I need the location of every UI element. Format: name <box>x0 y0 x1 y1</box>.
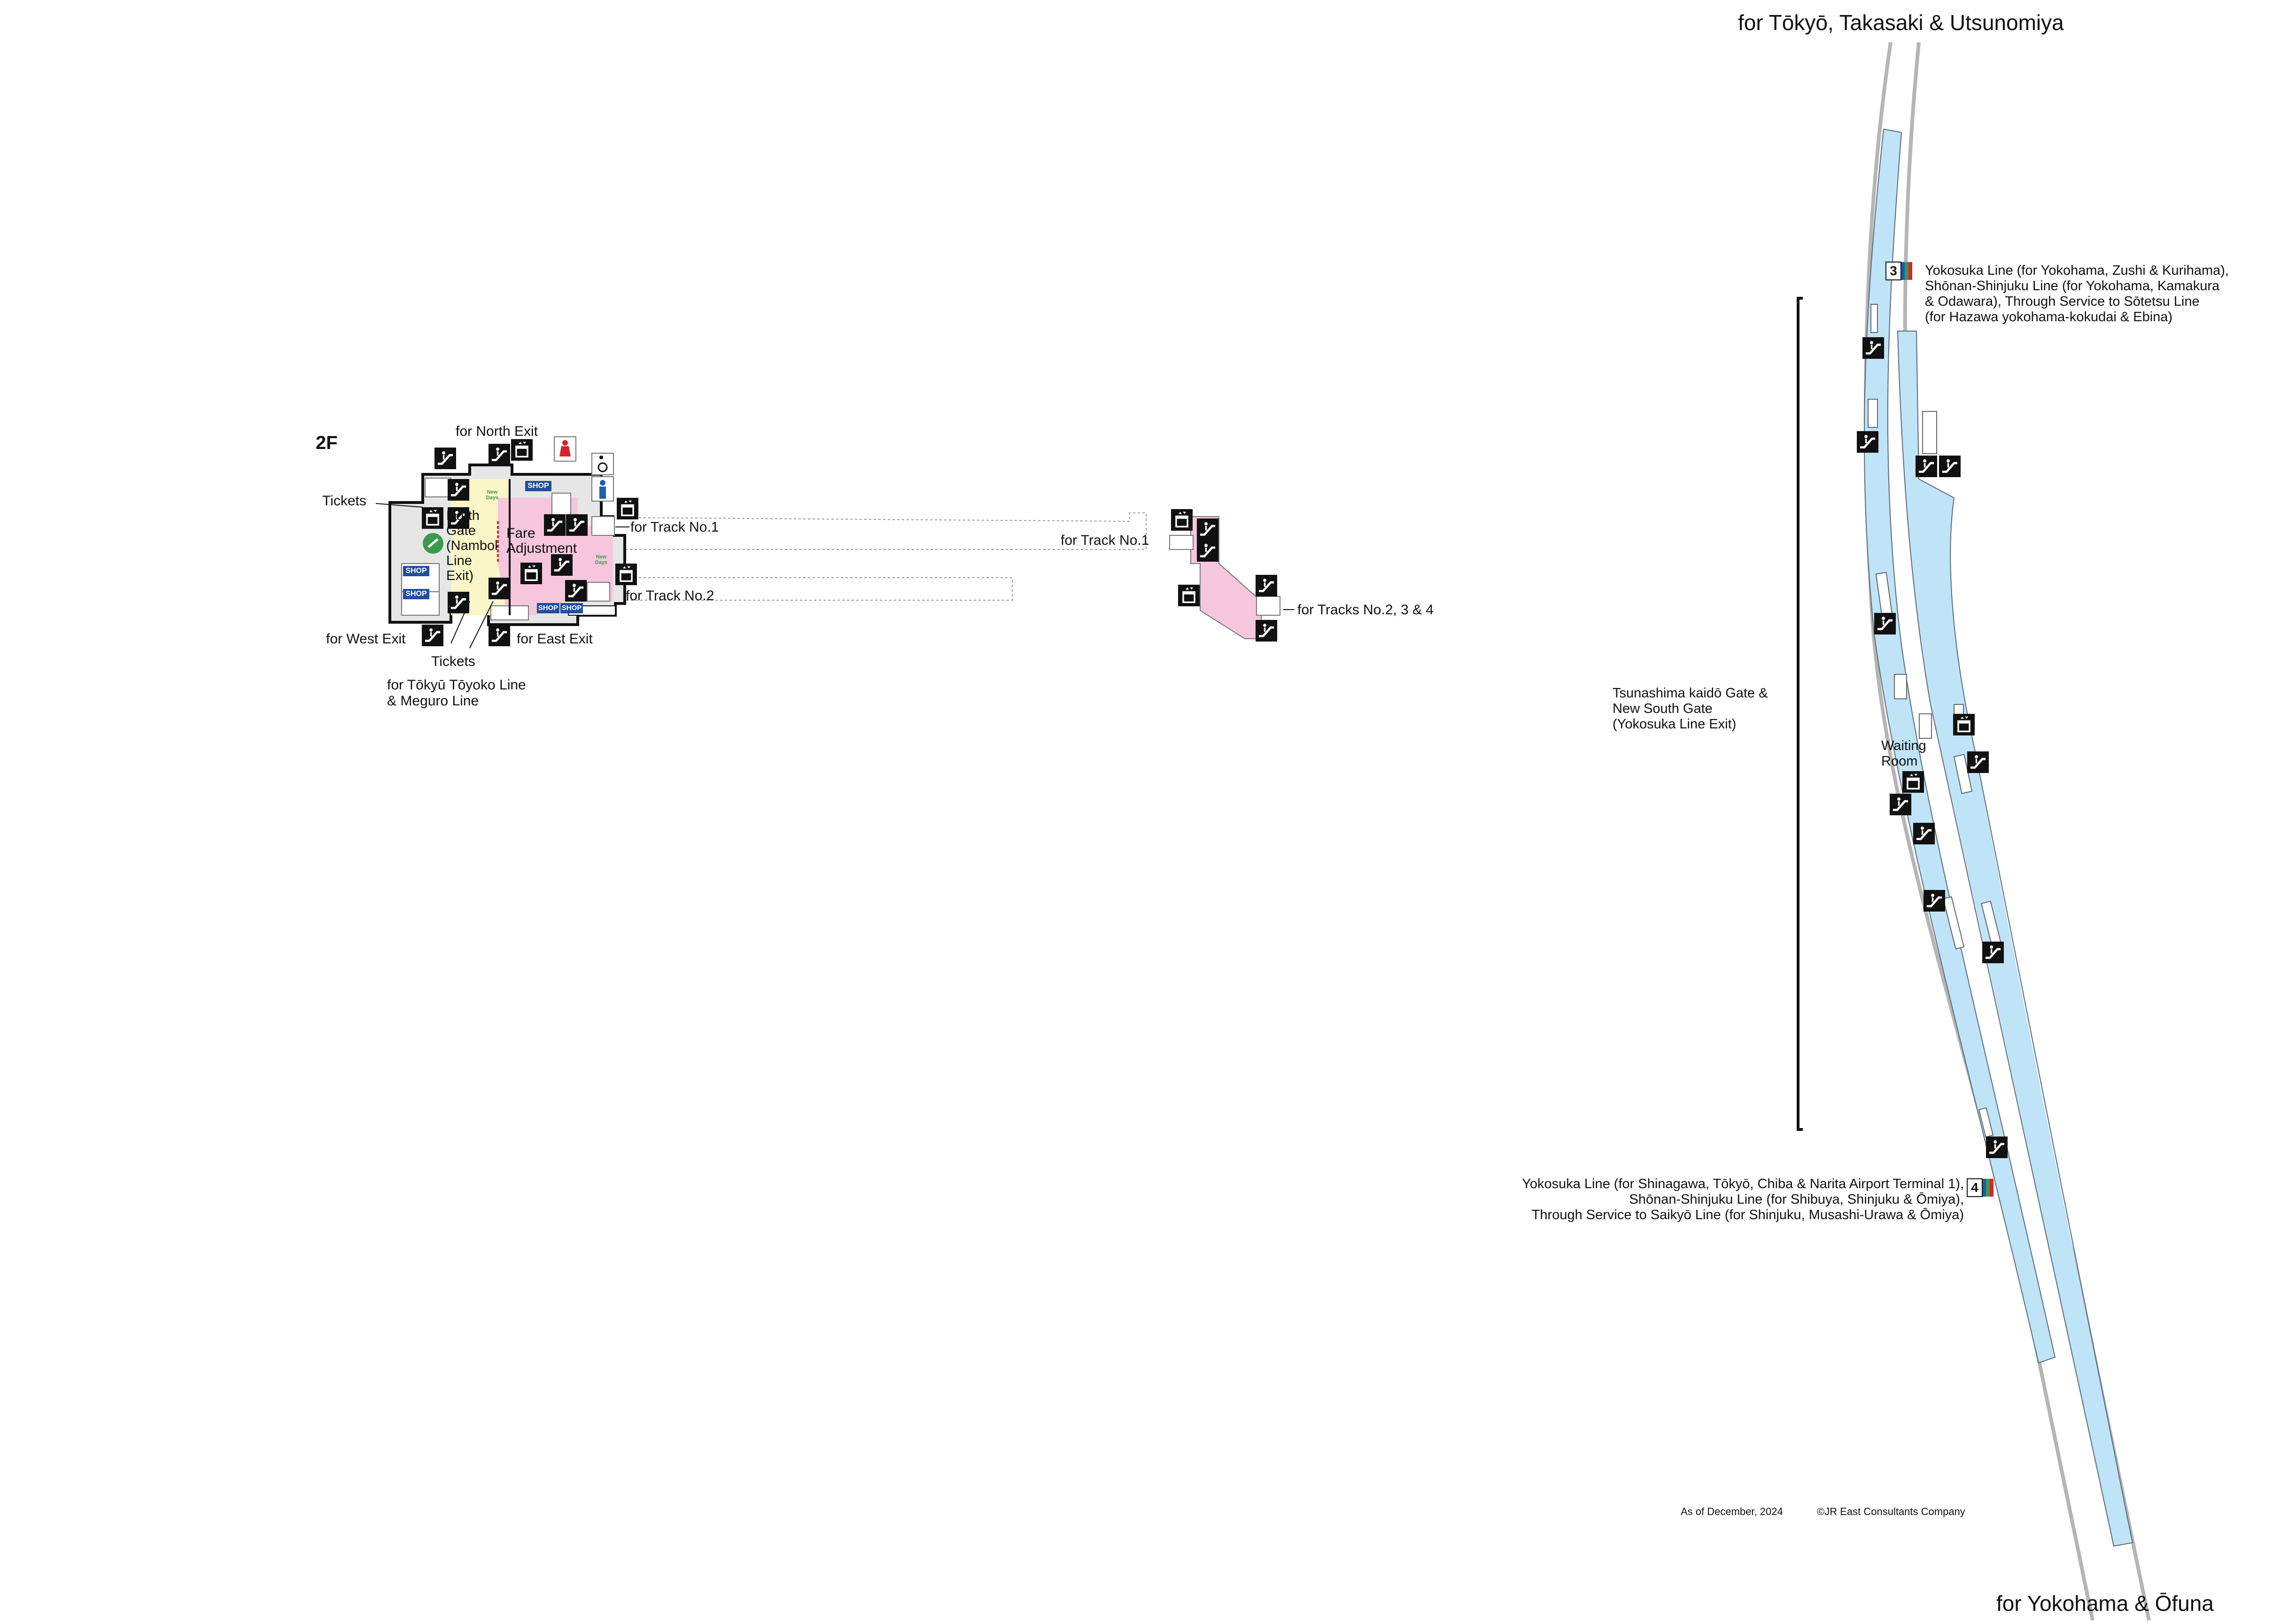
platform-stairs <box>1868 304 2003 1138</box>
tickets-top-label: Tickets <box>322 493 366 509</box>
newdays-badge: New Days <box>486 489 499 501</box>
track2-label: for Track No.2 <box>626 588 714 603</box>
track3-description: Yokosuka Line (for Yokohama, Zushi & Kur… <box>1925 263 2229 325</box>
tickets-bottom-label: Tickets <box>431 654 475 669</box>
floor-label: 2F <box>316 433 338 453</box>
shop-badge: SHOP <box>403 566 429 576</box>
fare-adjustment-label: Fare Adjustment <box>506 526 577 556</box>
east-exit-label: for East Exit <box>517 631 593 647</box>
copyright: ©JR East Consultants Company <box>1817 1506 1965 1517</box>
waiting-room-label: Waiting Room <box>1881 738 1926 769</box>
track4-badge-colors <box>1967 1178 1993 1197</box>
corridors <box>620 512 1147 601</box>
tracks234-label: for Tracks No.2, 3 & 4 <box>1297 602 1434 618</box>
direction-north: for Tōkyō, Takasaki & Utsunomiya <box>1738 10 2064 35</box>
shop-badge: SHOP <box>403 589 429 599</box>
track3-number: 3 <box>1890 263 1897 278</box>
as-of-date: As of December, 2024 <box>1681 1506 1783 1517</box>
north-exit-label: for North Exit <box>456 424 538 439</box>
gate-description: Tsunashima kaidō Gate & New South Gate (… <box>1613 686 1768 732</box>
platform-left <box>1863 128 2056 1364</box>
gate-bracket <box>1797 297 1803 1131</box>
wheelchair-icon <box>591 453 614 475</box>
shop-badge: SHOP <box>560 603 583 613</box>
track1-label-a: for Track No.1 <box>630 519 719 535</box>
west-exit-label: for West Exit <box>326 631 406 647</box>
track1-label-b: for Track No.1 <box>1061 533 1149 548</box>
track3-badge-colors <box>1885 262 1912 280</box>
toilet-icon <box>554 436 614 502</box>
leader-lines <box>375 503 629 649</box>
north-gate-label: North Gate (Namboku Line Exit) <box>446 508 498 583</box>
newdays-badge: New Days <box>595 554 608 565</box>
track4-number: 4 <box>1971 1180 1978 1195</box>
tokyu-line-label: for Tōkyū Tōyoko Line & Meguro Line <box>387 677 526 709</box>
shop-badge: SHOP <box>537 603 559 613</box>
namboku-line-icon <box>423 533 443 554</box>
track4-description: Yokosuka Line (for Shinagawa, Tōkyō, Chi… <box>1522 1176 1964 1222</box>
bridge-connector <box>1169 509 1294 642</box>
direction-south: for Yokohama & Ōfuna <box>1996 1591 2214 1616</box>
shop-badge: SHOP <box>525 481 551 491</box>
